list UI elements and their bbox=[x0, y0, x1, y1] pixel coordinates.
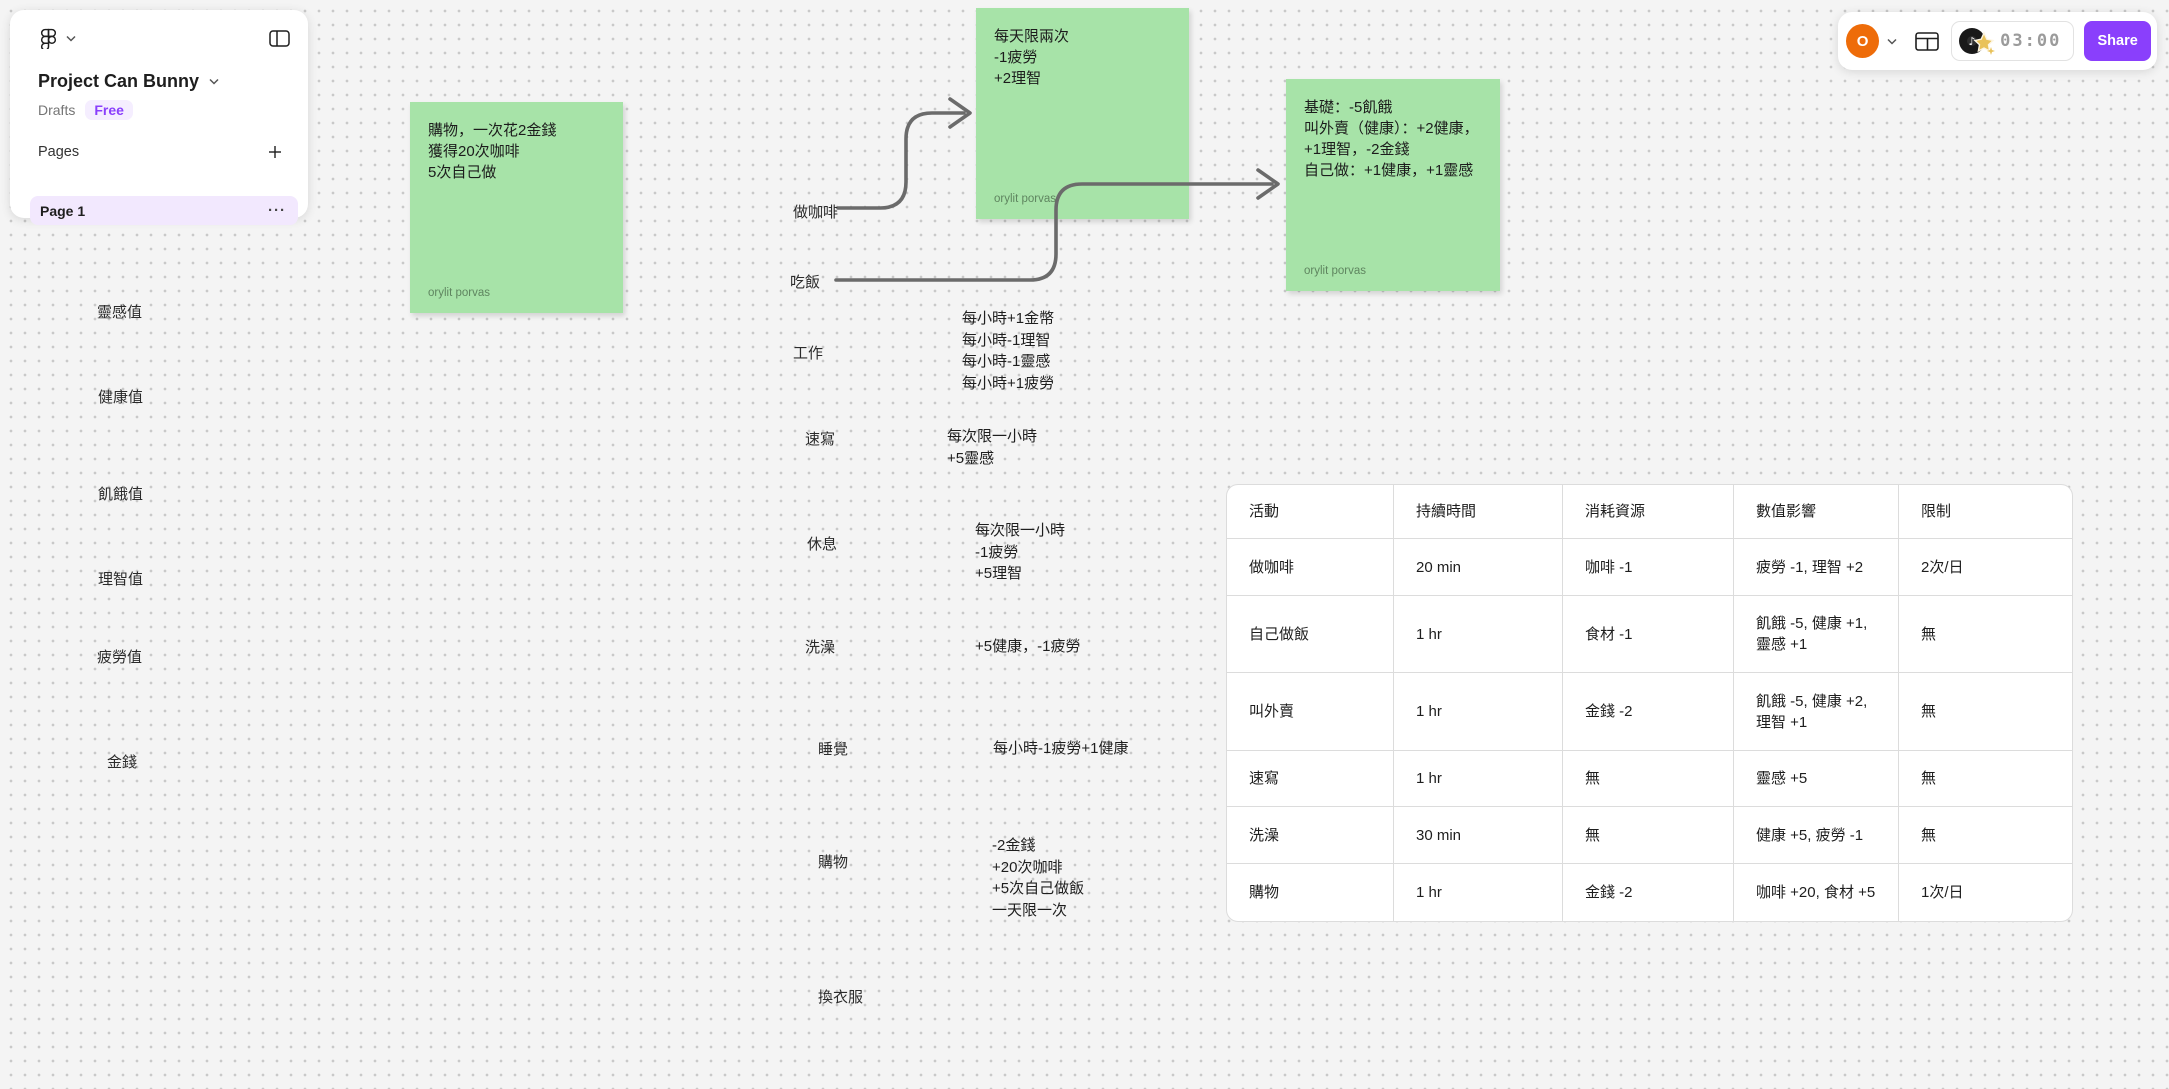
breadcrumb[interactable]: Drafts bbox=[38, 102, 76, 118]
table-cell[interactable]: 2次/日 bbox=[1899, 539, 2072, 596]
table-row: 洗澡 30 min 無 健康 +5, 疲勞 -1 無 bbox=[1227, 807, 2072, 864]
connector-coffee-arrow[interactable] bbox=[836, 97, 972, 210]
effect-text-bathe[interactable]: +5健康，-1疲勞 bbox=[975, 638, 1081, 655]
table-cell[interactable]: 速寫 bbox=[1227, 751, 1394, 807]
activity-label-rest[interactable]: 休息 bbox=[807, 536, 838, 553]
document-title[interactable]: Project Can Bunny bbox=[38, 71, 200, 91]
activity-label-make-coffee[interactable]: 做咖啡 bbox=[793, 204, 839, 221]
effect-text-rest[interactable]: 每次限一小時 -1疲勞 +5理智 bbox=[975, 522, 1066, 582]
pages-label: Pages bbox=[38, 144, 80, 160]
sticky-text: 購物，一次花2金錢 獲得20次咖啡 5次自己做 bbox=[428, 122, 557, 181]
table-cell[interactable]: 無 bbox=[1899, 673, 2072, 751]
table-cell[interactable]: 金錢 -2 bbox=[1563, 673, 1734, 751]
music-disc-star-icon: ♪ bbox=[1956, 24, 1996, 58]
page-options-icon[interactable]: ··· bbox=[268, 202, 286, 219]
avatar[interactable]: O bbox=[1846, 24, 1880, 58]
table-cell[interactable]: 1 hr bbox=[1394, 864, 1563, 921]
table-cell[interactable]: 洗澡 bbox=[1227, 807, 1394, 864]
table-cell[interactable]: 健康 +5, 疲勞 -1 bbox=[1734, 807, 1899, 864]
timer-value: 03:00 bbox=[2000, 31, 2062, 51]
plan-badge[interactable]: Free bbox=[85, 100, 133, 120]
figma-logo-icon[interactable] bbox=[38, 28, 59, 49]
activity-label-shopping[interactable]: 購物 bbox=[818, 854, 849, 871]
effect-text-sketch[interactable]: 每次限一小時 +5靈感 bbox=[947, 428, 1038, 467]
effect-text-sleep[interactable]: 每小時-1疲勞+1健康 bbox=[993, 740, 1129, 757]
table-row: 做咖啡 20 min 咖啡 -1 疲勞 -1, 理智 +2 2次/日 bbox=[1227, 539, 2072, 596]
effect-text-work[interactable]: 每小時+1金幣 每小時-1理智 每小時-1靈感 每小時+1疲勞 bbox=[962, 310, 1055, 392]
table-header-cell[interactable]: 限制 bbox=[1899, 485, 2072, 539]
table-header-cell[interactable]: 活動 bbox=[1227, 485, 1394, 539]
sticky-text: 基礎：-5飢餓 叫外賣（健康）：+2健康，+1理智，-2金錢 自己做：+1健康，… bbox=[1304, 99, 1479, 179]
activity-label-work[interactable]: 工作 bbox=[793, 345, 824, 362]
table-row: 速寫 1 hr 無 靈感 +5 無 bbox=[1227, 751, 2072, 807]
effect-text-shopping[interactable]: -2金錢 +20次咖啡 +5次自己做飯 一天限一次 bbox=[992, 837, 1085, 919]
table-cell[interactable]: 金錢 -2 bbox=[1563, 864, 1734, 921]
activity-label-bathe[interactable]: 洗澡 bbox=[805, 639, 836, 656]
table-cell[interactable]: 無 bbox=[1899, 751, 2072, 807]
stat-label-inspiration[interactable]: 靈感值 bbox=[97, 304, 143, 321]
table-header-cell[interactable]: 持續時間 bbox=[1394, 485, 1563, 539]
table-cell[interactable]: 購物 bbox=[1227, 864, 1394, 921]
table-row: 購物 1 hr 金錢 -2 咖啡 +20, 食材 +5 1次/日 bbox=[1227, 864, 2072, 921]
chevron-down-icon[interactable] bbox=[66, 35, 76, 42]
table-header-row: 活動 持續時間 消耗資源 數值影響 限制 bbox=[1227, 485, 2072, 539]
table-cell[interactable]: 靈感 +5 bbox=[1734, 751, 1899, 807]
stat-label-money[interactable]: 金錢 bbox=[107, 754, 138, 771]
stat-label-health[interactable]: 健康值 bbox=[98, 389, 144, 406]
sticky-note-coffee[interactable]: 每天限兩次 -1疲勞 +2理智 orylit porvas bbox=[976, 8, 1189, 219]
table-cell[interactable]: 飢餓 -5, 健康 +2, 理智 +1 bbox=[1734, 673, 1899, 751]
table-cell[interactable]: 做咖啡 bbox=[1227, 539, 1394, 596]
sticky-author: orylit porvas bbox=[1304, 265, 1366, 277]
stat-label-fatigue[interactable]: 疲勞值 bbox=[97, 649, 143, 666]
table-cell[interactable]: 1 hr bbox=[1394, 751, 1563, 807]
activity-label-eat[interactable]: 吃飯 bbox=[790, 274, 821, 291]
layout-templates-icon[interactable] bbox=[1915, 31, 1939, 51]
table-cell[interactable]: 無 bbox=[1899, 596, 2072, 673]
activity-label-sketch[interactable]: 速寫 bbox=[805, 431, 836, 448]
activity-label-change-clothes[interactable]: 換衣服 bbox=[818, 989, 864, 1006]
page-name: Page 1 bbox=[40, 202, 86, 219]
chevron-down-icon[interactable] bbox=[209, 78, 219, 85]
table-header-cell[interactable]: 數值影響 bbox=[1734, 485, 1899, 539]
table-row: 自己做飯 1 hr 食材 -1 飢餓 -5, 健康 +1, 靈感 +1 無 bbox=[1227, 596, 2072, 673]
table-cell[interactable]: 1 hr bbox=[1394, 673, 1563, 751]
sticky-note-shopping[interactable]: 購物，一次花2金錢 獲得20次咖啡 5次自己做 orylit porvas bbox=[410, 102, 623, 313]
share-button[interactable]: Share bbox=[2084, 21, 2151, 61]
arrowhead-icon bbox=[948, 97, 972, 129]
table-cell[interactable]: 叫外賣 bbox=[1227, 673, 1394, 751]
table-cell[interactable]: 自己做飯 bbox=[1227, 596, 1394, 673]
left-panel: Project Can Bunny Drafts Free Pages Page… bbox=[10, 10, 308, 225]
table-cell[interactable]: 無 bbox=[1563, 807, 1734, 864]
table-cell[interactable]: 咖啡 -1 bbox=[1563, 539, 1734, 596]
add-page-icon[interactable] bbox=[268, 145, 282, 159]
chevron-down-icon[interactable] bbox=[1887, 38, 1897, 45]
svg-text:♪: ♪ bbox=[1969, 35, 1976, 48]
table-row: 叫外賣 1 hr 金錢 -2 飢餓 -5, 健康 +2, 理智 +1 無 bbox=[1227, 673, 2072, 751]
sticky-author: orylit porvas bbox=[994, 193, 1056, 205]
stat-label-sanity[interactable]: 理智值 bbox=[98, 571, 144, 588]
activity-table[interactable]: 活動 持續時間 消耗資源 數值影響 限制 做咖啡 20 min 咖啡 -1 疲勞… bbox=[1226, 484, 2073, 922]
table-cell[interactable]: 30 min bbox=[1394, 807, 1563, 864]
table-cell[interactable]: 疲勞 -1, 理智 +2 bbox=[1734, 539, 1899, 596]
table-cell[interactable]: 20 min bbox=[1394, 539, 1563, 596]
stat-label-hunger[interactable]: 飢餓值 bbox=[98, 486, 144, 503]
sticky-note-eating[interactable]: 基礎：-5飢餓 叫外賣（健康）：+2健康，+1理智，-2金錢 自己做：+1健康，… bbox=[1286, 79, 1500, 291]
sticky-author: orylit porvas bbox=[428, 287, 490, 299]
table-cell[interactable]: 無 bbox=[1899, 807, 2072, 864]
table-header-cell[interactable]: 消耗資源 bbox=[1563, 485, 1734, 539]
top-toolbar: O ♪ 03:00 Share bbox=[1838, 12, 2157, 70]
table-cell[interactable]: 飢餓 -5, 健康 +1, 靈感 +1 bbox=[1734, 596, 1899, 673]
timer-widget[interactable]: ♪ 03:00 bbox=[1951, 21, 2075, 61]
table-cell[interactable]: 食材 -1 bbox=[1563, 596, 1734, 673]
sticky-text: 每天限兩次 -1疲勞 +2理智 bbox=[994, 28, 1070, 87]
table-cell[interactable]: 1 hr bbox=[1394, 596, 1563, 673]
table-cell[interactable]: 1次/日 bbox=[1921, 884, 1964, 901]
page-item-page-1[interactable]: Page 1 ··· bbox=[30, 196, 298, 225]
sidebar-toggle-icon[interactable] bbox=[269, 30, 290, 47]
table-cell[interactable]: 無 bbox=[1563, 751, 1734, 807]
table-cell[interactable]: 咖啡 +20, 食材 +5 bbox=[1734, 864, 1899, 921]
arrowhead-icon bbox=[1256, 168, 1280, 200]
activity-label-sleep[interactable]: 睡覺 bbox=[818, 741, 849, 758]
